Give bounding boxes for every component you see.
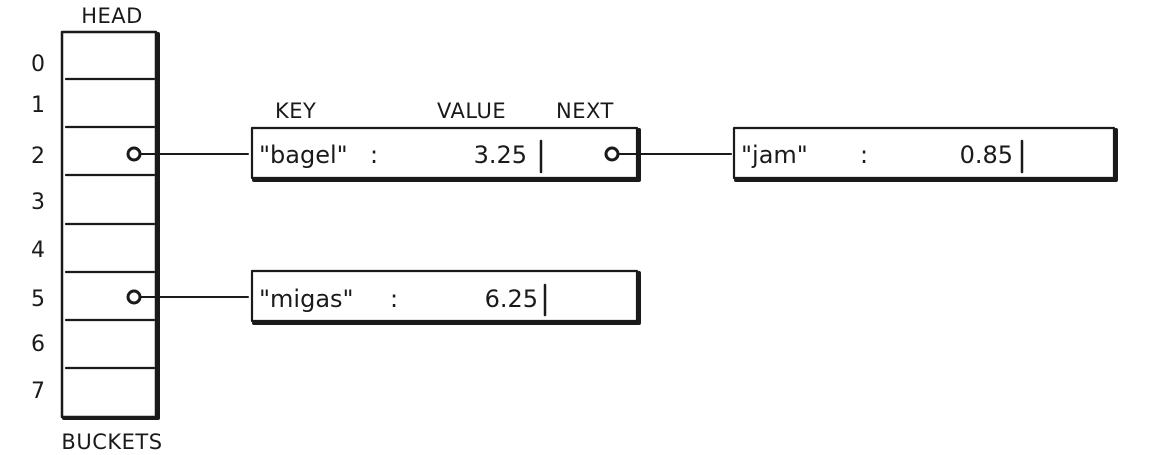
entry-value: 6.25	[485, 285, 538, 313]
bucket-dividers	[64, 77, 156, 370]
bucket-index: 5	[31, 287, 45, 312]
column-value-label: VALUE	[437, 99, 506, 123]
entry-value: 0.85	[960, 141, 1013, 169]
bucket-index: 2	[31, 144, 45, 169]
entry-separator: :	[390, 285, 398, 313]
bucket-index-list: 0 1 2 3 4 5 6 7	[31, 52, 45, 404]
bucket-index: 4	[31, 238, 45, 263]
bucket-index: 7	[31, 379, 45, 404]
entry-node-jam: "jam" : 0.85	[732, 126, 1118, 182]
entry-value: 3.25	[474, 141, 527, 169]
entry-key: "jam"	[741, 141, 808, 169]
next-pointer-dot	[604, 146, 620, 162]
buckets-label: BUCKETS	[61, 430, 162, 454]
column-key-label: KEY	[275, 99, 316, 123]
bucket-5-pointer	[126, 289, 249, 305]
bucket-2-pointer	[126, 146, 249, 162]
head-label: HEAD	[81, 4, 143, 28]
bucket-array	[60, 30, 160, 420]
entry-key: "bagel"	[259, 141, 348, 169]
entry-separator: :	[860, 141, 868, 169]
pointer-dot	[126, 146, 142, 162]
bucket-index: 0	[31, 52, 45, 77]
pointer-dot	[126, 289, 142, 305]
entry-node-migas: "migas" : 6.25	[250, 269, 641, 325]
bucket-index: 3	[31, 190, 45, 215]
entry-key: "migas"	[259, 285, 354, 313]
column-next-label: NEXT	[556, 99, 614, 123]
entry-separator: :	[370, 141, 378, 169]
bucket-index: 6	[31, 332, 45, 357]
bucket-index: 1	[31, 93, 45, 118]
entry-node-bagel: "bagel" : 3.25	[250, 126, 732, 182]
